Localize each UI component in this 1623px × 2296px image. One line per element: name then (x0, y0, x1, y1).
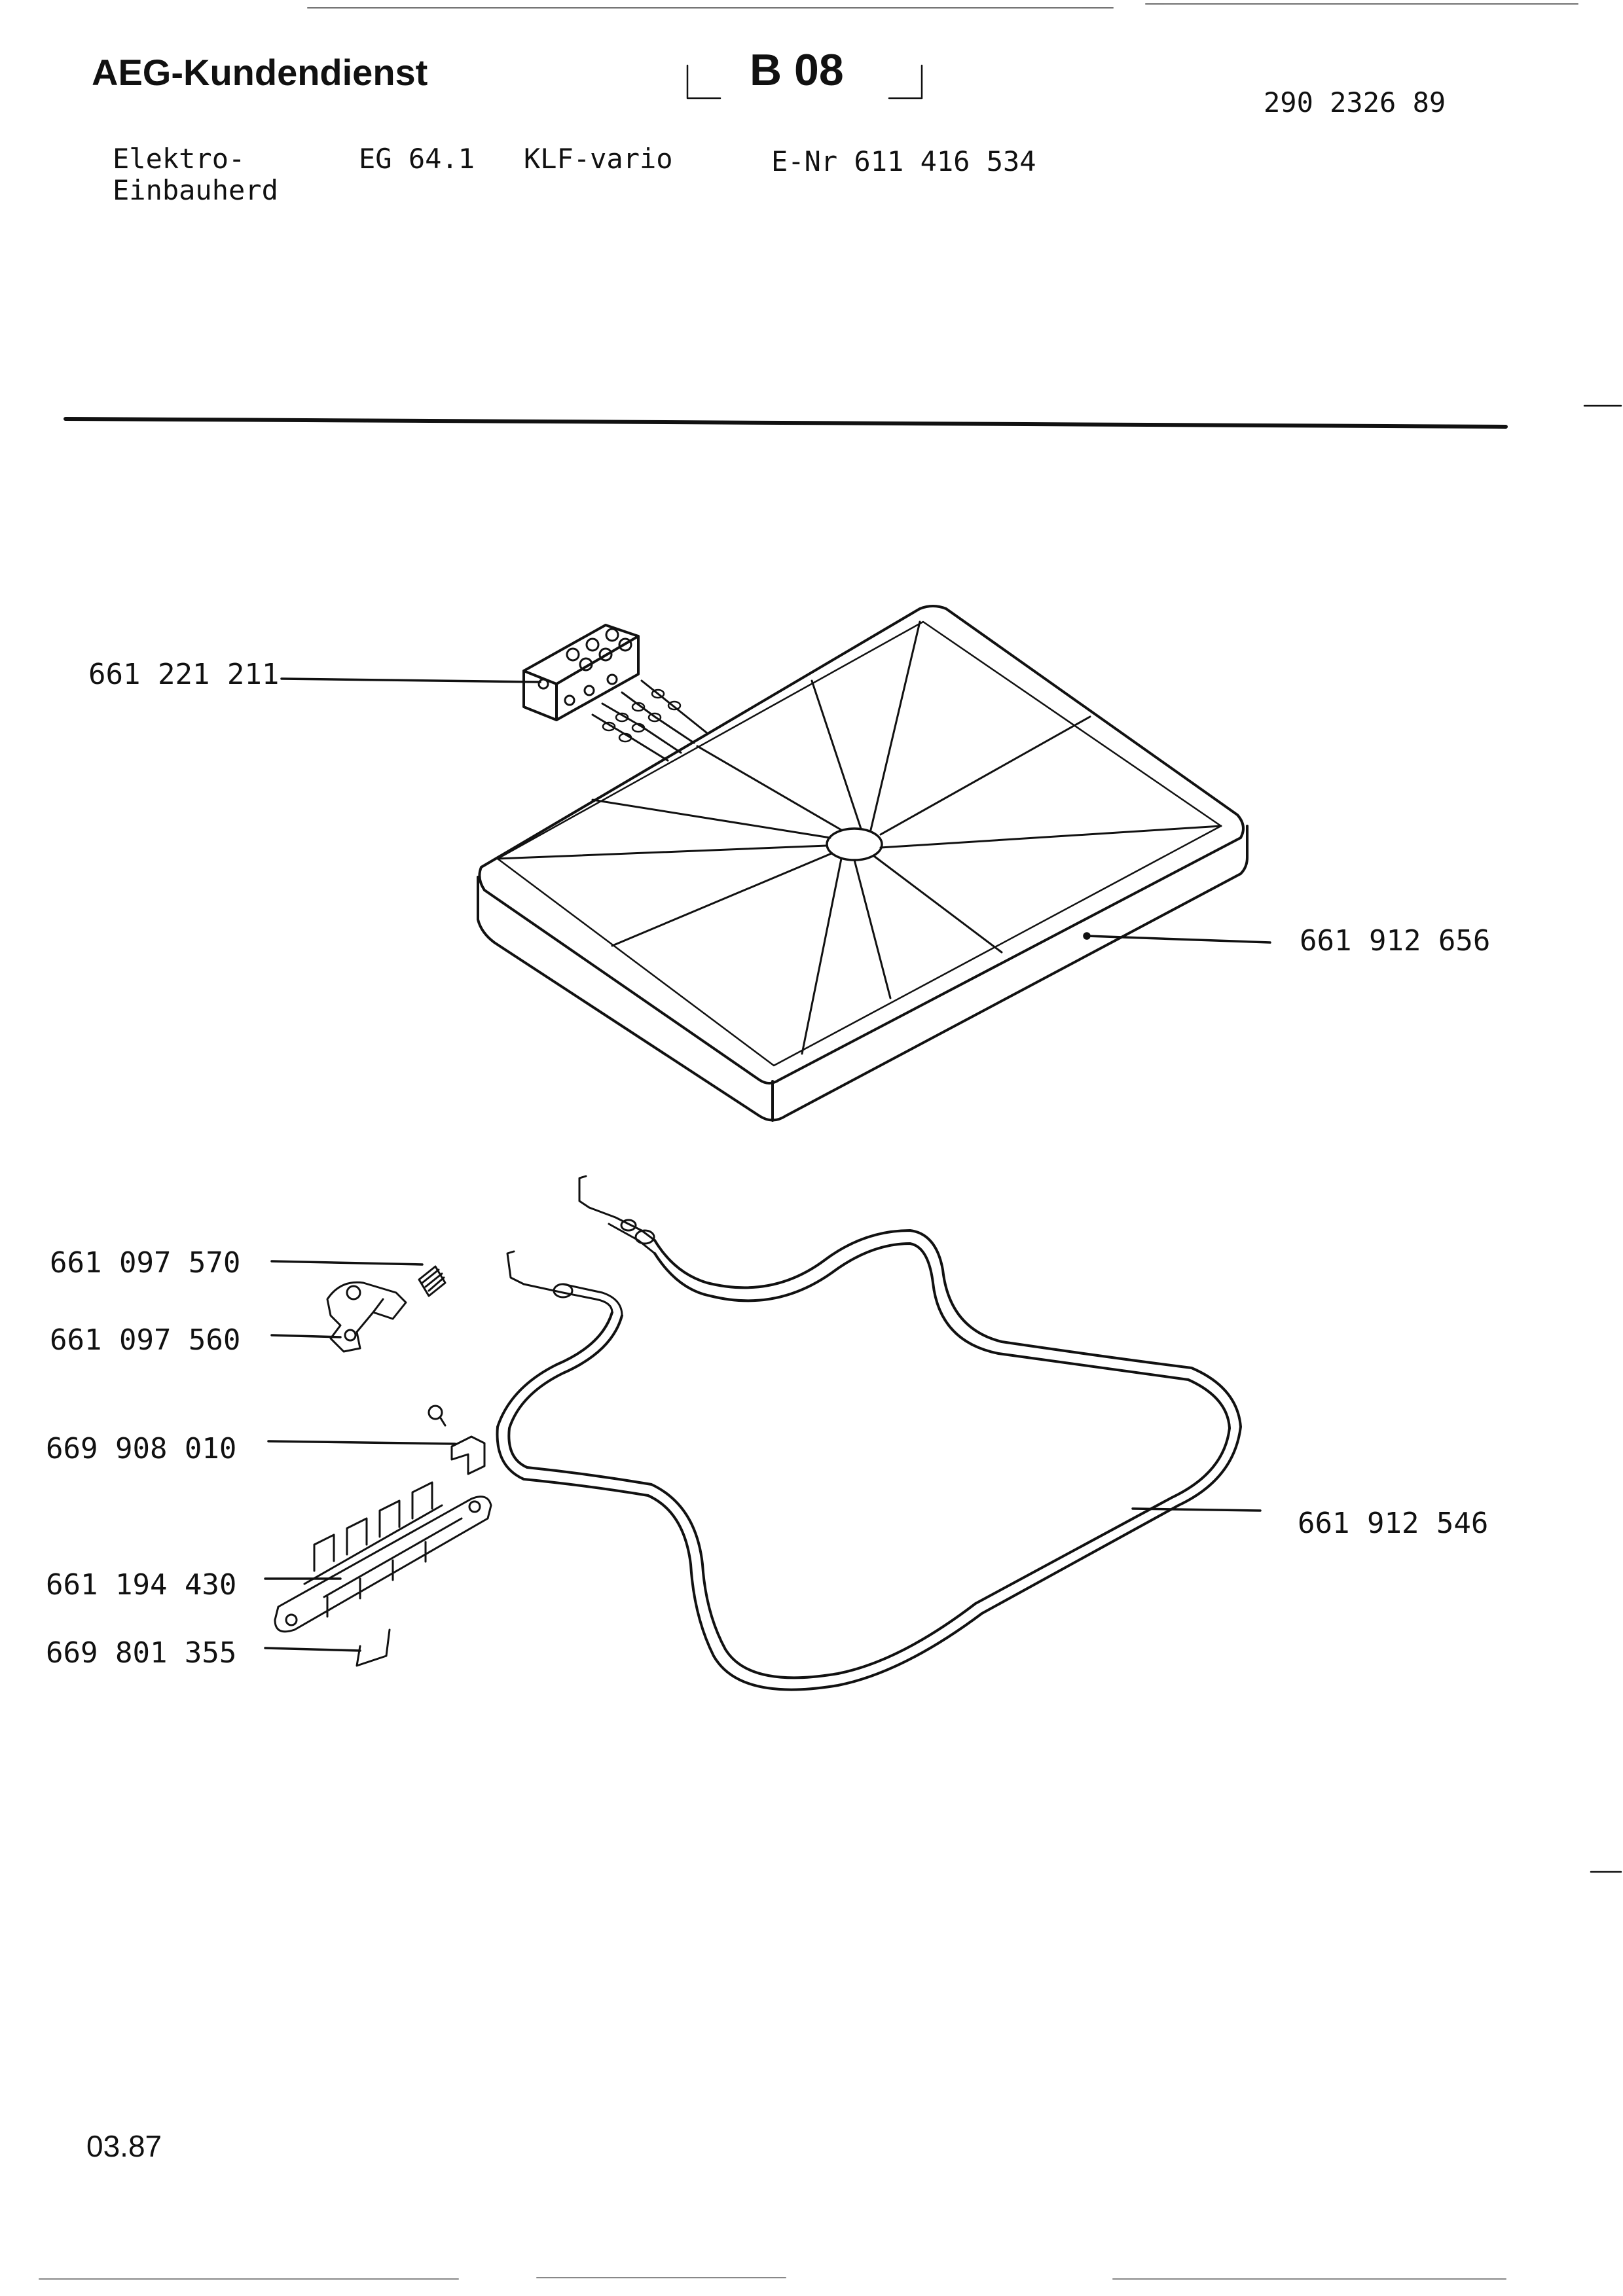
document-number: 290 2326 89 (1264, 86, 1446, 118)
top-edge-rules (307, 3, 1578, 9)
right-edge-marks (1583, 404, 1622, 1873)
terminal-strip (274, 1481, 492, 1633)
model-variant: KLF-vario (524, 143, 673, 175)
heating-coil (496, 1175, 1242, 1691)
model-number: EG 64.1 (359, 143, 475, 175)
bottom-edge-rules (39, 2277, 1506, 2280)
part-label-clip: 669 908 010 (46, 1432, 237, 1465)
wire-sleeves (602, 689, 682, 743)
part-label-terminal-block: 661 221 211 (88, 658, 280, 691)
header-divider (64, 417, 1508, 429)
part-label-terminal-strip: 661 194 430 (46, 1568, 237, 1602)
part-label-heating-coil: 661 912 546 (1298, 1507, 1489, 1540)
e-number: E-Nr 611 416 534 (771, 145, 1036, 177)
leader-lines-top (280, 677, 1271, 944)
heating-plate (477, 605, 1249, 1122)
knob-holder (326, 1281, 407, 1353)
bracket-part (356, 1628, 391, 1667)
sheet-number: B 08 (750, 45, 844, 95)
part-label-knob-holder: 661 097 560 (50, 1323, 241, 1357)
knob-spring (418, 1265, 447, 1297)
clip-part (428, 1405, 486, 1475)
product-type-line2: Einbauherd (113, 174, 278, 206)
part-label-bracket: 669 801 355 (46, 1636, 237, 1670)
brand-title: AEG-Kundendienst (92, 52, 428, 93)
part-label-heating-plate: 661 912 656 (1300, 924, 1491, 958)
terminal-block (522, 624, 640, 721)
sheet-brackets (686, 64, 923, 99)
product-type-line1: Elektro- (113, 143, 246, 175)
leader-lines-bottom (264, 1260, 1262, 1652)
part-label-knob-spring: 661 097 570 (50, 1246, 241, 1280)
print-date: 03.87 (86, 2129, 162, 2163)
